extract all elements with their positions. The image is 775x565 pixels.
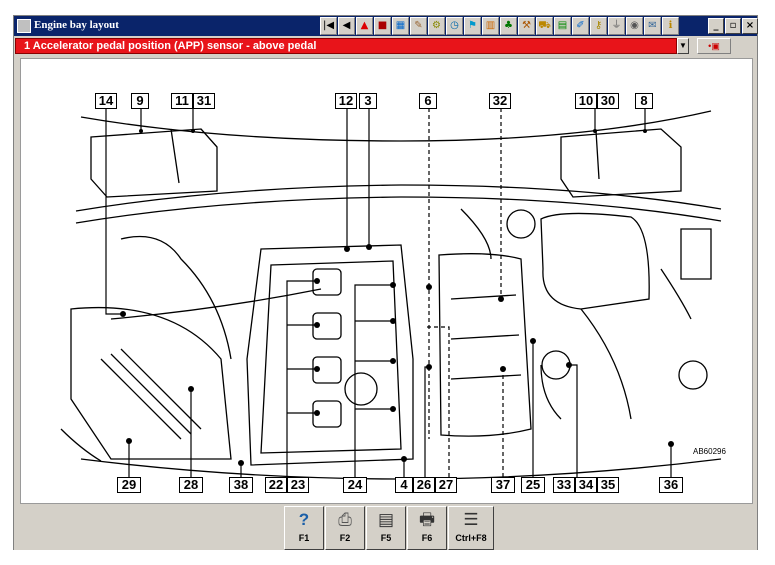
chart-icon[interactable]: ▥ (482, 17, 499, 35)
page-icon: ▤ (377, 510, 395, 529)
toolbar: |◀ ◀ ▲ ■ ▦ ✎ ⚙ ◷ ⚑ ▥ ♣ ⚒ ⛟ ▤ ✐ ⚷ ⏚ ◉ ✉ ℹ (320, 17, 679, 35)
page-icon[interactable]: ▦ (392, 17, 409, 35)
callout-34[interactable]: 34 (575, 477, 597, 493)
list-icon: ☰ (463, 510, 479, 529)
callout-24[interactable]: 24 (343, 477, 367, 493)
tool-icon[interactable]: ✎ (410, 17, 427, 35)
edit-icon[interactable]: ✐ (572, 17, 589, 35)
flag-icon[interactable]: ⚑ (464, 17, 481, 35)
callout-26[interactable]: 26 (413, 477, 435, 493)
list-button[interactable]: ☰ Ctrl+F8 (448, 506, 494, 550)
component-selector[interactable]: 1 Accelerator pedal position (APP) senso… (15, 38, 677, 54)
callout-31[interactable]: 31 (193, 93, 215, 109)
callout-9[interactable]: 9 (131, 93, 149, 109)
app-window: Engine bay layout |◀ ◀ ▲ ■ ▦ ✎ ⚙ ◷ ⚑ ▥ ♣… (13, 15, 758, 550)
callout-28[interactable]: 28 (179, 477, 203, 493)
callout-10[interactable]: 10 (575, 93, 597, 109)
list-icon[interactable]: ▤ (554, 17, 571, 35)
callout-33[interactable]: 33 (553, 477, 575, 493)
close-button[interactable]: × (742, 18, 758, 34)
book-icon[interactable]: ■ (374, 17, 391, 35)
callout-36[interactable]: 36 (659, 477, 683, 493)
tree-icon[interactable]: ♣ (500, 17, 517, 35)
car-icon[interactable]: ⛟ (536, 17, 553, 35)
callout-6[interactable]: 6 (419, 93, 437, 109)
callout-27[interactable]: 27 (435, 477, 457, 493)
callout-22[interactable]: 22 (265, 477, 287, 493)
function-key-bar: ? F1 ⎙ F2 ▤ F5 🖶 F6 ☰ Ctrl+F8 (14, 506, 757, 550)
engine-bay-diagram: 14 9 11 31 12 3 6 32 10 30 8 29 28 38 22… (20, 58, 753, 504)
window-title: Engine bay layout (34, 19, 119, 31)
warning-icon[interactable]: ▲ (356, 17, 373, 35)
print-preview-button[interactable]: ⎙ F2 (325, 506, 365, 550)
drawing-reference: AB60296 (693, 447, 726, 456)
key-label: F6 (421, 533, 433, 543)
app-icon (17, 19, 31, 33)
minimize-button[interactable]: _ (708, 18, 724, 34)
selected-component: 1 Accelerator pedal position (APP) senso… (24, 40, 317, 52)
callout-38[interactable]: 38 (229, 477, 253, 493)
callout-32[interactable]: 32 (489, 93, 511, 109)
title-bar: Engine bay layout |◀ ◀ ▲ ■ ▦ ✎ ⚙ ◷ ⚑ ▥ ♣… (14, 16, 758, 36)
callout-23[interactable]: 23 (287, 477, 309, 493)
gear-icon[interactable]: ⚙ (428, 17, 445, 35)
locate-button[interactable]: •▣ (697, 38, 731, 54)
dial-icon[interactable]: ◉ (626, 17, 643, 35)
key-icon[interactable]: ⚷ (590, 17, 607, 35)
prev-icon[interactable]: ◀ (338, 17, 355, 35)
printer-icon: 🖶 (418, 510, 436, 529)
callout-29[interactable]: 29 (117, 477, 141, 493)
page-button[interactable]: ▤ F5 (366, 506, 406, 550)
callout-3[interactable]: 3 (359, 93, 377, 109)
key-label: F2 (339, 533, 351, 543)
callout-35[interactable]: 35 (597, 477, 619, 493)
callout-25[interactable]: 25 (521, 477, 545, 493)
chevron-down-icon[interactable]: ▼ (677, 38, 689, 54)
callout-11[interactable]: 11 (171, 93, 193, 109)
key-label: Ctrl+F8 (455, 533, 487, 543)
window-controls: _ ▫ × (708, 18, 758, 34)
engine-drawing (60, 101, 722, 480)
print-button[interactable]: 🖶 F6 (407, 506, 447, 550)
callout-14[interactable]: 14 (95, 93, 117, 109)
restore-button[interactable]: ▫ (725, 18, 741, 34)
callout-12[interactable]: 12 (335, 93, 357, 109)
plug-icon[interactable]: ⏚ (608, 17, 625, 35)
help-icon: ? (298, 510, 310, 529)
callout-8[interactable]: 8 (635, 93, 653, 109)
clock-icon[interactable]: ◷ (446, 17, 463, 35)
print-preview-icon: ⎙ (338, 510, 352, 529)
key-label: F5 (380, 533, 392, 543)
callout-30[interactable]: 30 (597, 93, 619, 109)
callout-37[interactable]: 37 (491, 477, 515, 493)
first-icon[interactable]: |◀ (320, 17, 337, 35)
wrench-icon[interactable]: ⚒ (518, 17, 535, 35)
callout-4[interactable]: 4 (395, 477, 413, 493)
key-label: F1 (298, 533, 310, 543)
note-icon[interactable]: ✉ (644, 17, 661, 35)
info-icon[interactable]: ℹ (662, 17, 679, 35)
help-button[interactable]: ? F1 (284, 506, 324, 550)
